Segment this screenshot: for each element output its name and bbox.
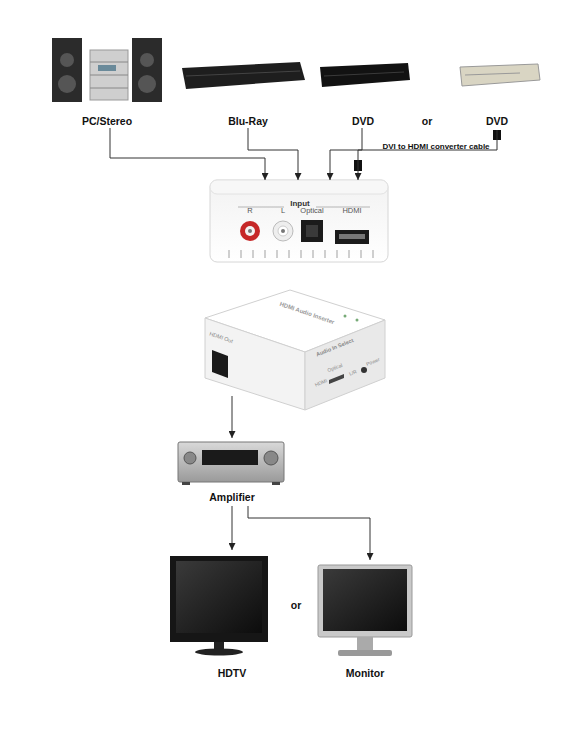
monitor-screen [323,569,407,631]
speaker [52,38,82,102]
product-name: HDMI Audio Inserter [279,301,335,325]
input-panel: InputRLOpticalHDMI [210,180,388,264]
optical-port [301,220,323,242]
signal-connector [248,506,370,560]
rca-jack-core [278,226,288,236]
tv-base [195,649,243,656]
stereo-line [90,88,128,89]
speaker-cone [140,53,154,67]
rca-jack-white [273,221,293,241]
monitor-base [338,650,392,656]
panel-body [210,180,388,262]
device-label: DVD [352,116,374,127]
audio-inserter: HDMI Audio InserterHDMI OutAudio In Sele… [205,288,387,396]
panel-top [210,180,388,194]
dvd-player [320,63,410,87]
switch-label: Audio In Select [316,338,355,358]
port-label: R [247,207,252,215]
alternative-or: or [291,600,302,611]
input-panel [210,180,388,262]
rca-jack-pin [248,229,252,233]
optical-port-core [306,225,318,237]
device-label: Amplifier [209,492,255,503]
amp-foot [182,482,190,485]
monitor-illustration [318,565,412,656]
amplifier-device: Amplifier [176,438,286,506]
select-switch [329,374,344,384]
dvd-player [460,64,540,86]
box-right [305,320,385,410]
speaker-cone [58,75,76,93]
port-label: Optical [300,207,323,215]
monitor-frame [318,565,412,637]
switch-option: L/R [348,369,357,377]
stereo-display [98,65,116,71]
source-device: DVD [456,58,542,130]
player-slot [186,71,300,76]
port-label: HDMI [342,207,361,215]
alternative-or: or [422,116,433,127]
panel-rule [238,207,284,208]
source-device: PC/Stereo [52,36,164,128]
signal-connector [110,128,265,180]
device-label: DVD [486,116,508,127]
button-label: Power [365,357,380,367]
switch-option: Optical [327,363,343,373]
inserter-box [205,290,385,410]
speaker-cone [138,75,156,93]
switch-option: HDMI [314,378,328,387]
amp-knob [184,452,196,464]
rca-jack-red [240,221,260,241]
hdmi-port [335,230,369,244]
signal-connector [358,130,497,180]
amplifier-illustration [178,442,284,485]
device-label: Monitor [346,668,385,679]
speaker [132,38,162,102]
signal-connector [248,128,298,180]
amp-body [178,442,284,482]
box-left [205,318,305,410]
amp-display [202,450,258,465]
port-label: L [281,207,285,215]
source-device: Blu-Ray [180,58,316,128]
device-label: PC/Stereo [82,116,132,127]
led [356,319,359,322]
monitor-neck [357,637,373,650]
tv-frame [170,556,268,642]
cable-plug [354,160,362,171]
device-label: HDTV [218,668,247,679]
cable-plug [493,130,501,140]
source-device: DVD [316,58,412,128]
stereo-line [90,75,128,76]
player-slot [465,73,520,75]
device-label: Blu-Ray [228,116,268,127]
signal-connector [330,128,362,180]
signal-connector [232,396,233,438]
connector-label: DVI to HDMI converter cable [382,143,489,151]
player-slot [324,72,404,76]
hdmi-port-core [339,234,365,239]
power-button [361,367,367,373]
port-label: HDMI Out [209,331,234,344]
display-device: Monitor [316,560,414,680]
hdmi-out-port [212,350,228,378]
display-device: HDTV [168,550,270,680]
speaker-cone [60,53,74,67]
stereo-line [90,62,128,63]
amp-knob [264,451,278,465]
led [344,315,347,318]
stereo-illustration [52,38,162,102]
amp-foot [272,482,280,485]
hdtv-illustration [170,556,268,656]
rca-jack-core [245,226,255,236]
rca-jack-pin [281,229,285,233]
vents [228,250,374,258]
bluray-player [182,62,305,89]
tv-screen [176,561,262,633]
signal-connector [232,506,233,550]
stereo-unit [90,50,128,100]
